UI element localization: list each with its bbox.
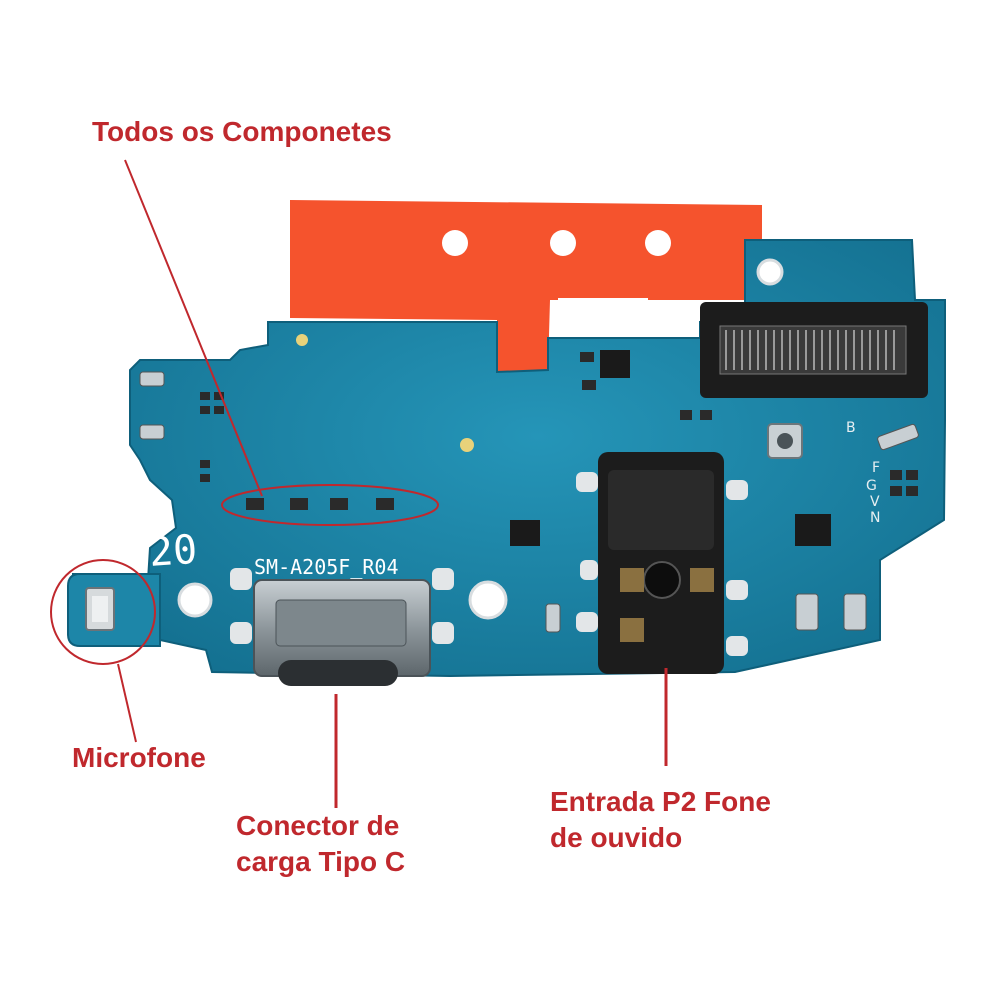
jack-pad: [576, 612, 598, 632]
microphone-leader-line: [117, 663, 137, 743]
mounting-hole: [468, 580, 508, 620]
film-hole: [645, 230, 671, 256]
jack-pad: [726, 580, 748, 600]
mounting-hole: [177, 582, 213, 618]
headphone-jack-body: [608, 470, 714, 550]
bottom-right-pads: [545, 423, 919, 633]
film-hole: [550, 230, 576, 256]
jack-terminal: [690, 568, 714, 592]
microphone-label: Microfone: [72, 740, 206, 776]
film-cutout: [558, 298, 648, 320]
jack-pad: [726, 480, 748, 500]
jack-terminal: [620, 618, 644, 642]
usb-pad: [432, 568, 454, 590]
orange-film: [290, 200, 762, 372]
board-marking: V: [870, 494, 880, 510]
microphone-label-text: Microfone: [72, 742, 206, 773]
film-hole: [442, 230, 468, 256]
headphone-jack-label-line2: de ouvido: [550, 822, 683, 853]
board-marking: B: [846, 420, 856, 436]
headphone-jack-label-line1: Entrada P2 Fone: [550, 786, 771, 817]
board-marking: F: [872, 460, 880, 476]
components-label-text: Todos os Componetes: [92, 116, 392, 147]
headphone-jack-label: Entrada P2 Fone de ouvido: [550, 784, 771, 856]
mounting-hole: [756, 258, 784, 286]
components-label: Todos os Componetes: [92, 114, 392, 150]
components-highlight-ellipse: [221, 484, 439, 526]
microphone-component-label: [92, 596, 108, 622]
usb-connector-label-line2: carga Tipo C: [236, 846, 406, 877]
usb-pad: [230, 568, 252, 590]
components-leader-line: [124, 159, 263, 497]
board-model-label: SM-A205F_R04: [254, 555, 399, 579]
usb-connector-label-line1: Conector de: [236, 810, 400, 841]
jack-pad: [726, 636, 748, 656]
board-marking: G: [866, 478, 877, 494]
microphone-highlight-circle: [50, 559, 156, 665]
smd-components: [139, 334, 918, 546]
usb-pad: [432, 622, 454, 644]
usb-c-inner: [275, 599, 407, 647]
connector-pin-row: [725, 330, 895, 370]
board-silkscreen-number: 20: [147, 527, 198, 576]
antenna-connector-center: [777, 433, 793, 449]
jack-pad: [580, 560, 598, 580]
jack-pad: [576, 472, 598, 492]
headphone-jack-hole: [643, 561, 681, 599]
usb-connector-label: Conector de carga Tipo C: [236, 808, 405, 880]
jack-terminal: [620, 568, 644, 592]
usb-pad: [230, 622, 252, 644]
board-marking: N: [870, 510, 880, 526]
usb-c-opening: [278, 660, 398, 686]
